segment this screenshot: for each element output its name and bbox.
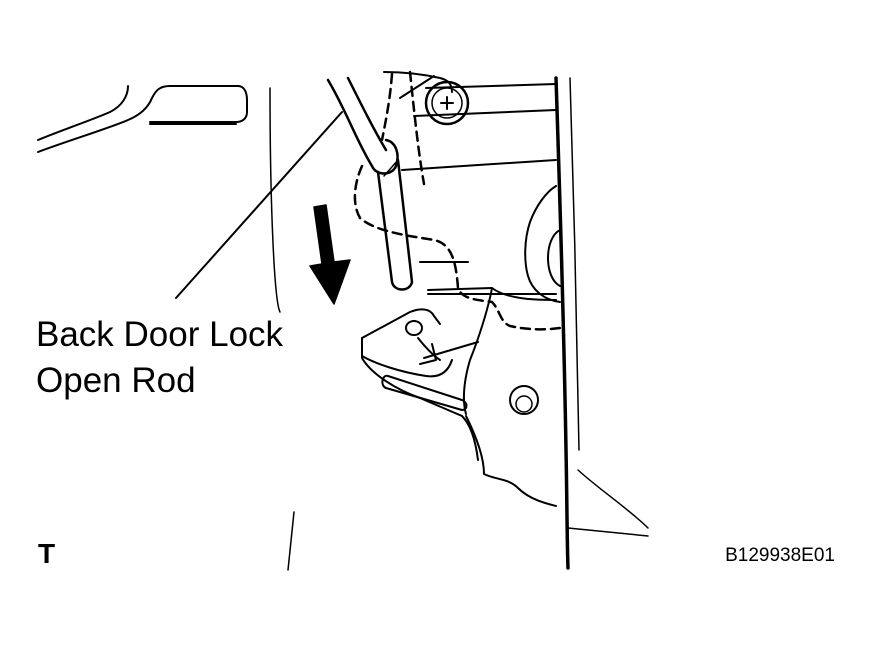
callout-label: Back Door Lock Open Rod: [36, 312, 283, 404]
corner-mark: T: [38, 538, 56, 569]
callout-line-2: Open Rod: [36, 361, 196, 400]
door-panel-edge: [554, 76, 649, 570]
rod-dashed-path: [353, 70, 562, 331]
callout-leader-line: [175, 111, 343, 299]
callout-line-1: Back Door Lock: [36, 315, 284, 354]
figure-id: B129938E01: [725, 545, 835, 566]
bolt-icon: [509, 385, 539, 415]
screw-icon: [424, 80, 470, 126]
interior-trim-outline: [37, 85, 295, 571]
upper-bracket: [383, 71, 557, 171]
arrow-down-icon: [309, 204, 351, 305]
lock-body: [419, 185, 561, 303]
lock-base: [361, 287, 557, 507]
open-rod: [326, 76, 414, 291]
